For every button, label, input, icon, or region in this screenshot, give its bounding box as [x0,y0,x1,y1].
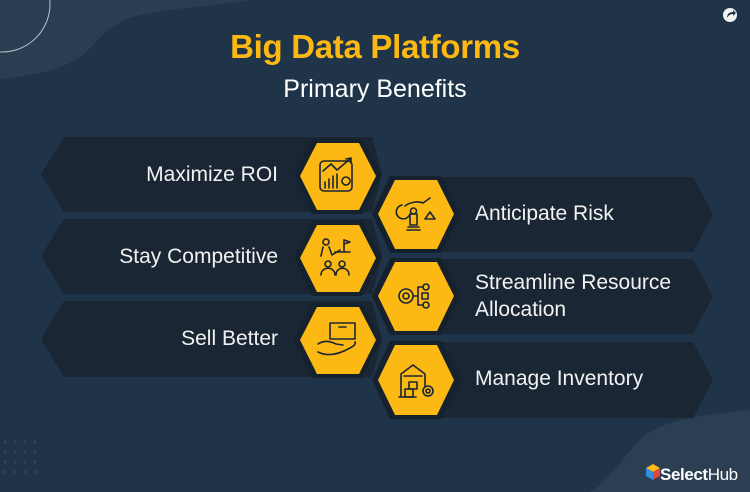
bar-right-2 [378,259,713,334]
hexagon-manage-inventory [378,345,454,415]
chart-growth-icon [319,157,353,192]
page-title: Big Data Platforms [230,28,520,65]
share-icon [723,8,737,22]
team-leader-icon [320,238,351,276]
selecthub-logo-icon [646,464,660,480]
warehouse-icon [398,364,434,398]
benefit-label-streamline-line1: Streamline Resource [475,271,672,294]
hexagon-stay-competitive [300,225,376,292]
selecthub-logo: SelectHub [660,465,738,485]
benefit-label-stay-competitive: Stay Competitive [119,245,278,268]
bar-left-1 [41,137,382,212]
hand-box-icon [317,322,357,356]
hexagon-maximize-roi [300,143,376,210]
gear-network-icon [398,283,430,309]
bar-left-3 [41,301,382,377]
dot-grid [3,440,37,474]
benefit-label-manage-inventory: Manage Inventory [475,367,644,390]
logo-hub: Hub [707,465,738,484]
bar-left-2 [41,219,382,294]
chess-risk-icon [395,197,436,231]
hexagon-sell-better [300,307,376,374]
benefit-label-anticipate-risk: Anticipate Risk [475,202,614,225]
benefit-label-streamline-line2: Allocation [475,298,567,321]
bar-right-3 [378,342,713,418]
benefit-label-sell-better: Sell Better [181,327,278,350]
benefit-label-maximize-roi: Maximize ROI [146,163,278,186]
page-subtitle: Primary Benefits [283,75,467,103]
logo-select: Select [660,465,708,484]
bar-right-1 [378,177,713,252]
